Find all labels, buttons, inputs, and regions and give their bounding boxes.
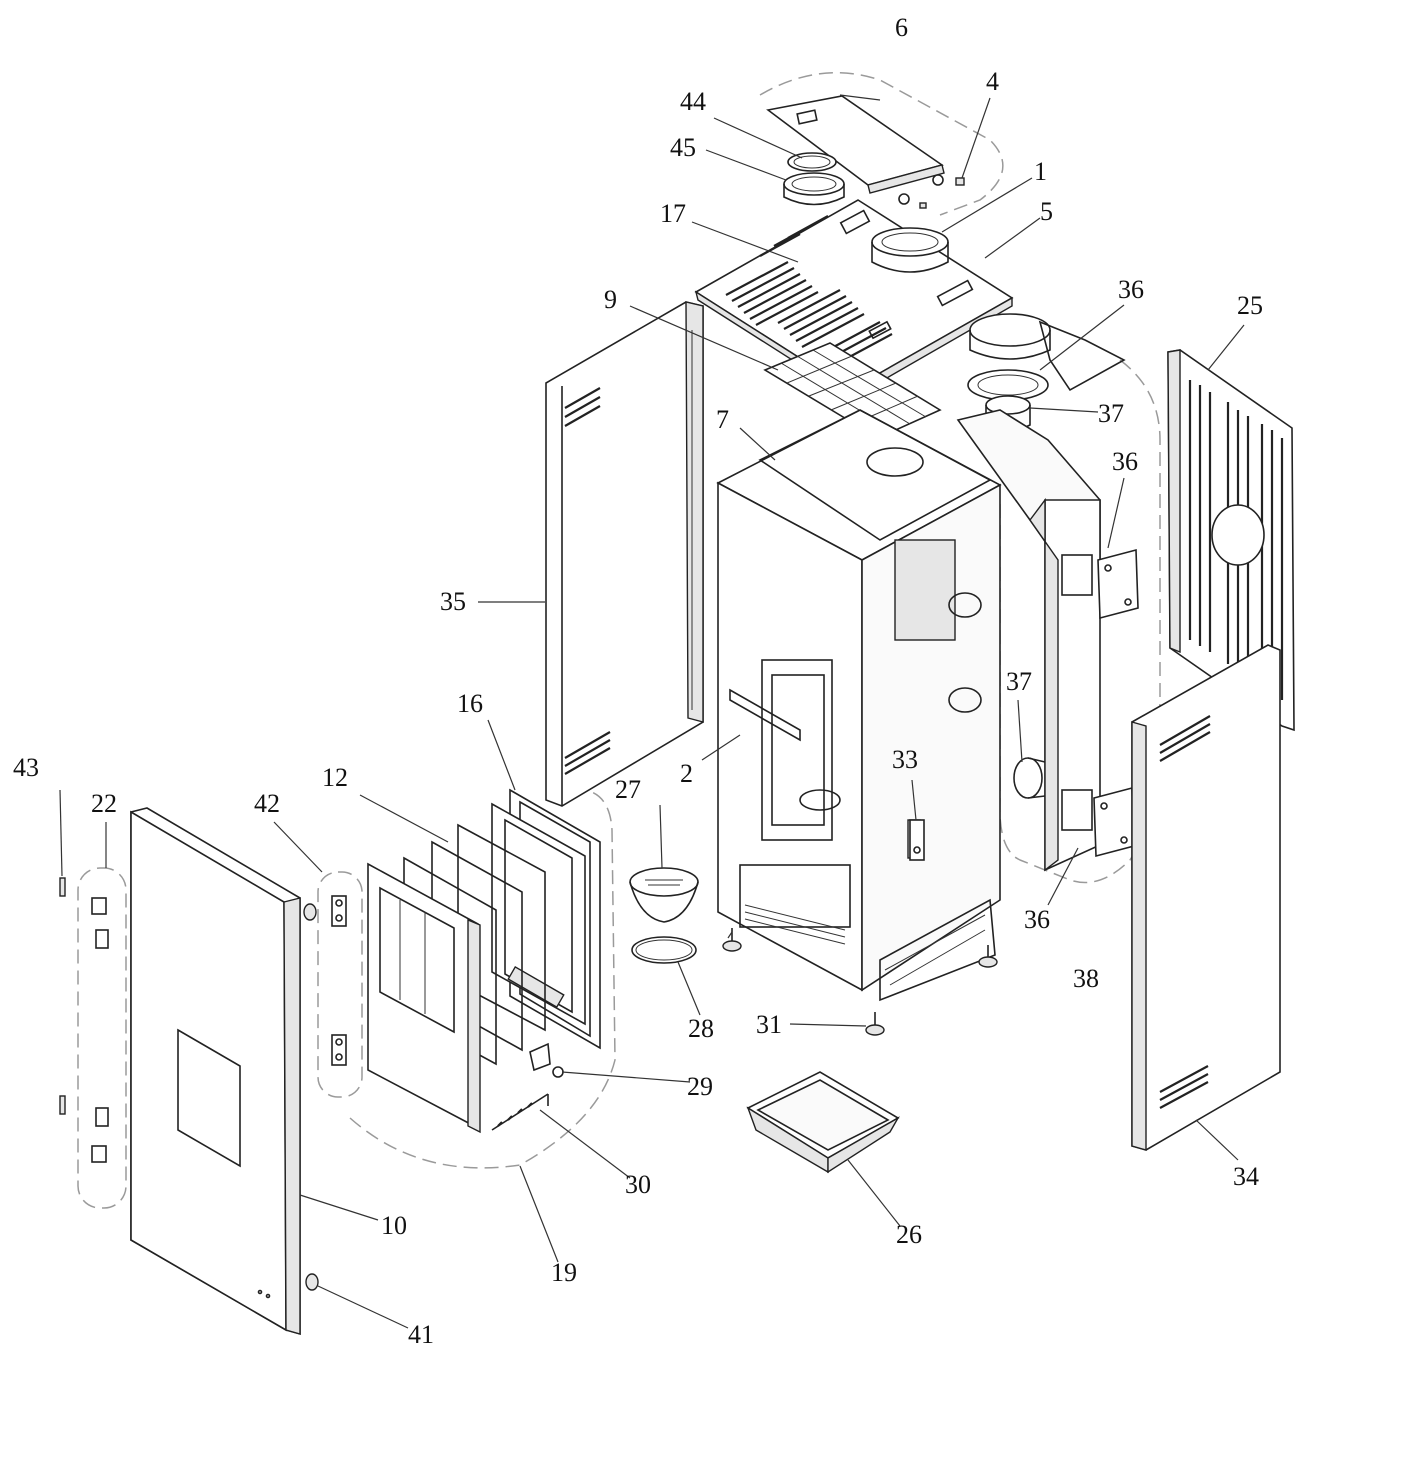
callout-36-low: 36 (1024, 905, 1050, 934)
part-31-ash-pan (746, 1071, 900, 1174)
callout-35: 35 (440, 587, 466, 616)
callout-17: 17 (660, 199, 686, 228)
part-25-burn-pot (629, 867, 699, 923)
part-28-latch (529, 1042, 564, 1078)
group-outline-door-assembly (349, 789, 616, 1169)
callout-27: 25 (1237, 291, 1263, 320)
callout-44: 45 (670, 133, 696, 162)
part-36-inspection-plate-lower (1093, 786, 1135, 858)
group-outline-hinges-door (317, 871, 363, 1098)
callout-7: 7 (716, 405, 729, 434)
callout-6: 6 (895, 13, 908, 42)
callout-31: 26 (896, 1220, 922, 1249)
callout-25: 27 (615, 775, 641, 804)
callout-26: 28 (688, 1014, 714, 1043)
part-29-handle-spring (491, 1093, 549, 1131)
callout-19: 19 (551, 1258, 577, 1287)
leader-lines (59, 94, 1245, 1329)
part-37-flue-elbow-low (1013, 757, 1046, 799)
callout-42: 43 (13, 753, 39, 782)
callout-28: 29 (687, 1072, 713, 1101)
part-45-knob (303, 903, 319, 1291)
callout-41: 42 (254, 789, 280, 818)
callout-37-low: 37 (1006, 667, 1032, 696)
callout-45: 41 (408, 1320, 434, 1349)
callout-22: 22 (91, 789, 117, 818)
callout-29: 30 (625, 1170, 651, 1199)
group-outline-hinges-left (77, 867, 127, 1209)
part-1-flue-ring (871, 227, 949, 273)
part-35-left-side-panel (545, 301, 704, 807)
part-36-flue-gasket-top (967, 313, 1126, 401)
part-44-collar (783, 172, 845, 206)
part-33-bracket (909, 819, 925, 861)
callout-38: 38 (1073, 964, 1099, 993)
part-41-door-hinges (331, 895, 347, 1066)
callout-2: 2 (680, 759, 693, 788)
part-22-hinge-brackets (91, 897, 109, 1163)
part-27-rear-grille (1167, 349, 1295, 732)
part-6-top-cap (766, 95, 965, 209)
part-19-door-assembly (367, 862, 481, 1134)
callout-16: 16 (457, 689, 483, 718)
part-10-front-door-panel (130, 807, 301, 1336)
callout-10: 10 (381, 1211, 407, 1240)
group-outline-top-cover (759, 72, 1004, 216)
callout-4: 4 (986, 67, 999, 96)
part-38-flue-duct (956, 409, 1101, 872)
callout-36-top: 36 (1118, 275, 1144, 304)
callout-1: 1 (1034, 157, 1047, 186)
callout-33: 33 (892, 745, 918, 774)
callout-36-mid: 36 (1112, 447, 1138, 476)
callout-30: 31 (756, 1010, 782, 1039)
part-42-pins (59, 877, 66, 1115)
part-2-bracket (729, 688, 801, 742)
callout-43: 44 (680, 87, 706, 116)
part-36-inspection-plate-upper (1097, 548, 1139, 620)
callout-12: 12 (322, 763, 348, 792)
part-9-filter-grid (763, 342, 942, 439)
callout-9: 9 (604, 285, 617, 314)
callout-5: 5 (1040, 197, 1053, 226)
part-26-gasket-ring (631, 936, 697, 964)
callout-37-top: 37 (1098, 399, 1124, 428)
part-7-main-body (716, 409, 1002, 1002)
part-30-foot (722, 928, 998, 1036)
part-43-gasket (787, 152, 837, 172)
callout-labels: 6 4 44 45 1 5 17 9 36 25 37 7 36 35 37 1… (13, 13, 1263, 1349)
callout-34: 34 (1233, 1162, 1259, 1191)
part-34-right-side-panel (1131, 644, 1281, 1151)
